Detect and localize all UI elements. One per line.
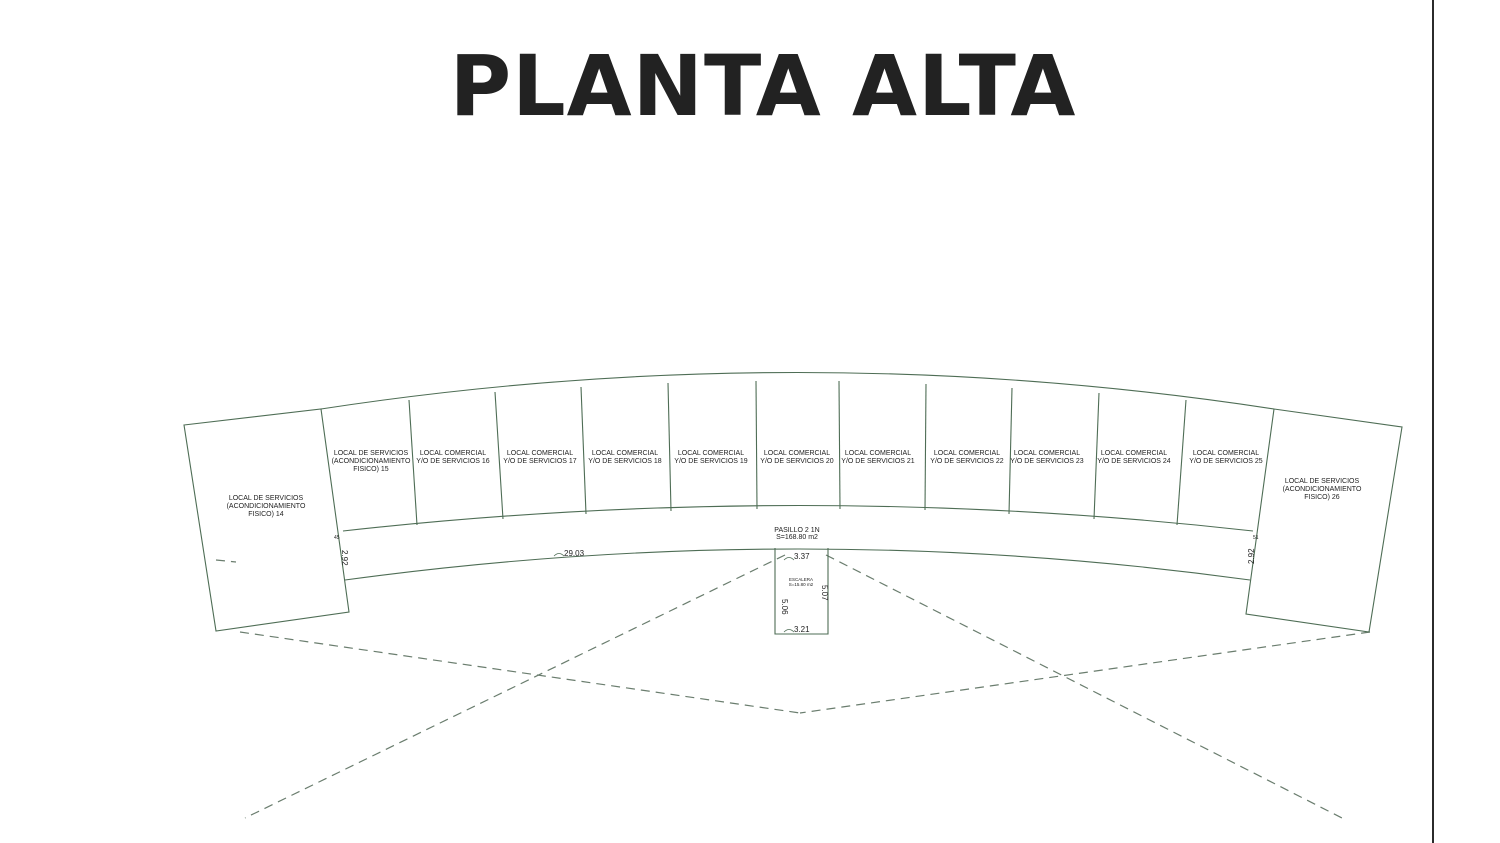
construction-lines <box>215 554 1371 819</box>
dim-arc <box>783 557 795 561</box>
construction-line <box>799 631 1371 714</box>
dim-small-left: 45 <box>334 535 340 541</box>
construction-line <box>239 631 801 714</box>
page-title: PLANTA ALTA <box>449 37 1077 135</box>
unit-divider <box>1008 387 1013 515</box>
unit-divider <box>838 380 841 510</box>
unit-divider <box>755 380 758 510</box>
shop-front-wall <box>342 504 1254 532</box>
unit-divider <box>1093 392 1100 520</box>
unit-divider <box>408 399 418 526</box>
dim-stair-right: 5.07 <box>820 585 829 601</box>
corridor-outer-wall <box>344 548 1251 581</box>
dimension-arcs <box>553 553 795 633</box>
unit-divider <box>1176 399 1187 526</box>
unit-divider <box>580 386 587 515</box>
dim-corridor-width-right: 2.92 <box>1247 548 1256 564</box>
construction-line <box>244 554 786 819</box>
unit-divider <box>494 391 504 520</box>
unit-26-outline <box>1245 408 1403 633</box>
unit-14-outline <box>183 408 350 632</box>
dim-stair-top: 3.37 <box>794 552 810 561</box>
outer-wall <box>320 371 1275 410</box>
dim-corridor-width-left: 2.92 <box>340 550 349 566</box>
construction-line <box>215 559 237 563</box>
unit-divider <box>667 382 672 512</box>
dim-small-right: 51 <box>1253 535 1259 541</box>
dim-stair-bottom: 3.21 <box>794 625 810 634</box>
unit-divider <box>924 383 927 511</box>
dim-arc <box>553 553 565 557</box>
dimension-labels: 29.03 3.37 3.21 5.06 5.07 2.92 2.92 45 5… <box>334 535 1259 634</box>
construction-line <box>825 554 1343 819</box>
frame-border-line <box>1432 0 1434 843</box>
dim-corridor-length: 29.03 <box>564 549 585 558</box>
dim-arc <box>783 629 795 633</box>
dim-stair-left: 5.06 <box>780 599 789 615</box>
building-outline <box>183 371 1403 635</box>
stair-outline <box>774 548 829 635</box>
